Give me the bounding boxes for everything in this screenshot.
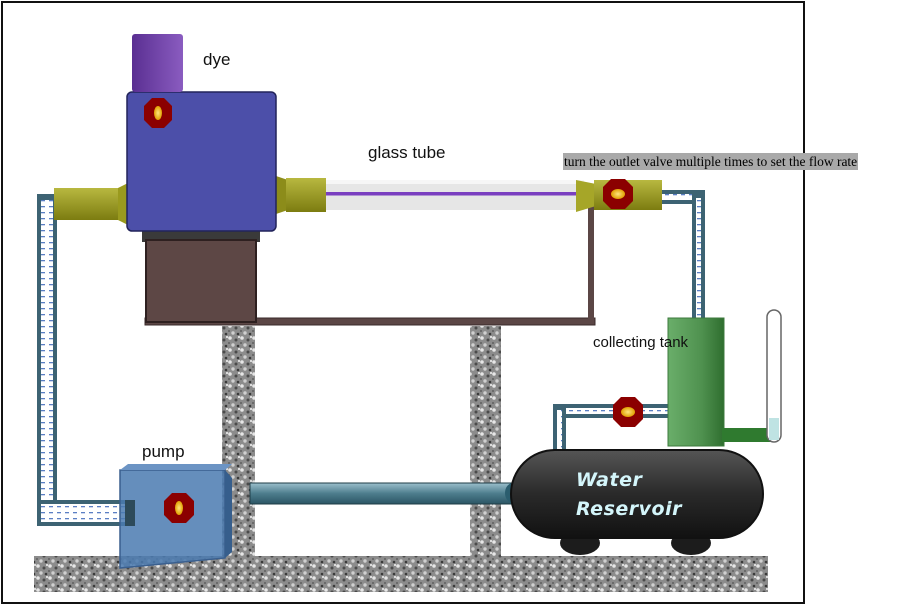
support-table-leg — [588, 205, 594, 321]
level-gauge-tube — [766, 309, 782, 443]
dye-streak — [322, 192, 584, 196]
level-gauge-water — [769, 418, 779, 440]
dye-valve[interactable] — [144, 98, 172, 128]
reservoir-label-line1: Water — [576, 469, 643, 491]
reservoir-label: Water Reservoir — [576, 466, 682, 524]
dye-label: dye — [203, 50, 231, 69]
tube-inlet-connector — [276, 176, 326, 214]
collecting-tank-label: collecting tank — [593, 334, 689, 351]
right-pillar — [470, 326, 501, 558]
tank-drain-valve[interactable] — [613, 397, 643, 427]
outlet-pipe-right — [660, 190, 705, 320]
reservoir-label-line2: Reservoir — [576, 498, 682, 520]
return-pipe-left — [37, 194, 133, 526]
flow-rate-hint: turn the outlet valve multiple times to … — [563, 153, 859, 170]
dye-bottle — [132, 34, 183, 92]
pump-feed-pipe — [249, 482, 516, 505]
pump-label: pump — [142, 442, 185, 461]
dye-tank-stand — [145, 239, 257, 323]
glass-tube-label: glass tube — [368, 143, 446, 162]
gauge-connector — [722, 428, 772, 442]
water-reservoir — [510, 449, 764, 555]
inlet-connector — [54, 182, 130, 226]
pump-inlet — [125, 500, 135, 526]
pump-valve[interactable] — [164, 493, 194, 523]
collecting-tank — [667, 317, 725, 447]
glass-tube — [322, 180, 584, 210]
outlet-valve[interactable] — [603, 179, 633, 209]
